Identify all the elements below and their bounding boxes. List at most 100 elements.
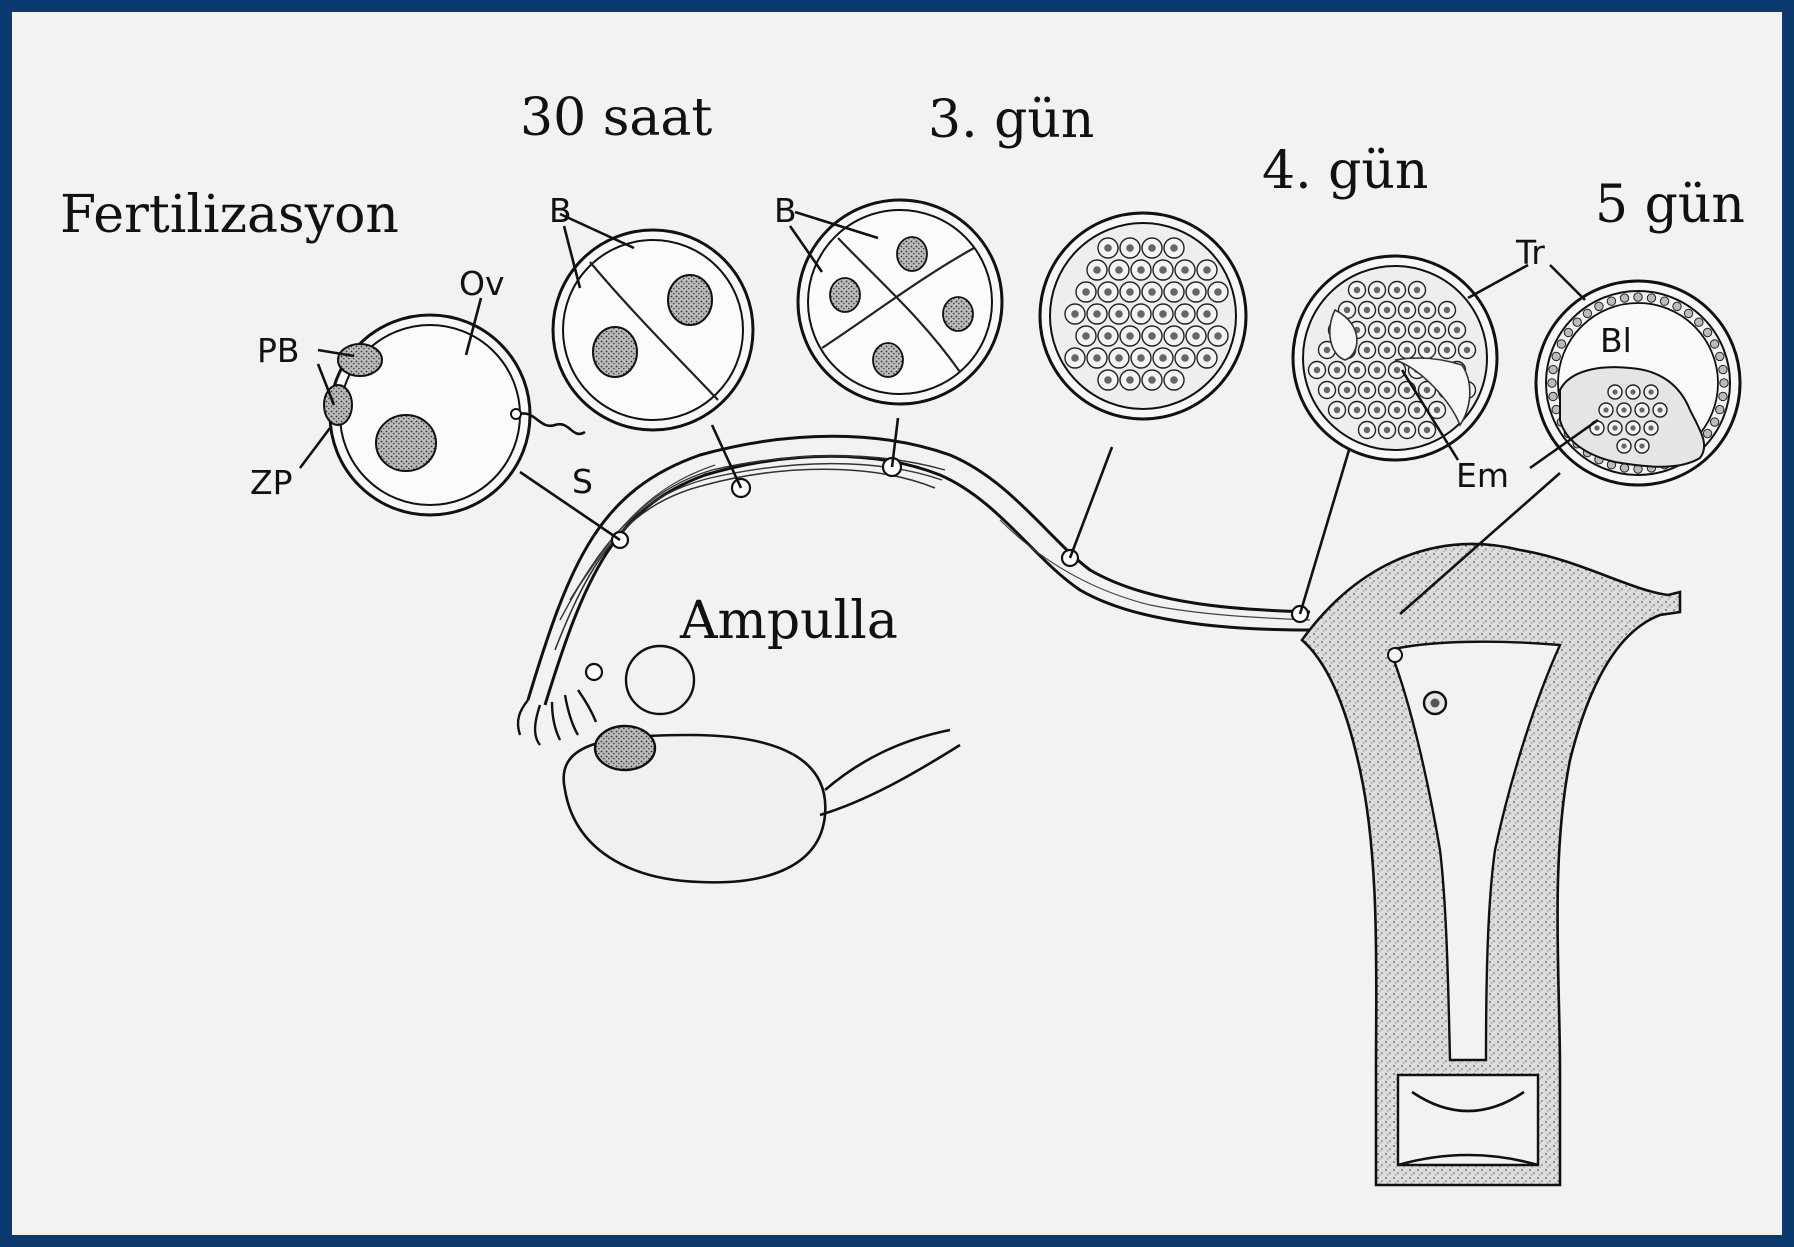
morula-cell-nucleus xyxy=(1170,332,1178,340)
inner-mass-cell-nucleus xyxy=(1630,425,1635,430)
label-pb: PB xyxy=(257,331,300,370)
blastomere-cell-nucleus xyxy=(1354,407,1360,413)
four-cell-embryo xyxy=(798,200,1002,404)
morula-cell-nucleus xyxy=(1093,266,1101,274)
inner-mass-cell-nucleus xyxy=(1648,389,1653,394)
morula-cell-nucleus xyxy=(1126,332,1134,340)
blastomere-cell-nucleus xyxy=(1324,387,1330,393)
label-zp: ZP xyxy=(250,463,293,502)
stage-label-day-3: 3. gün xyxy=(928,90,1094,150)
label-b-4cell: B xyxy=(774,191,797,230)
morula-cell-nucleus xyxy=(1148,244,1156,252)
morula-cell-nucleus xyxy=(1181,354,1189,362)
inner-mass-cell-nucleus xyxy=(1621,443,1626,448)
two-cell-embryo xyxy=(553,230,753,430)
blastomere-cell-nucleus xyxy=(1444,307,1450,313)
inner-mass-cell-nucleus xyxy=(1648,425,1653,430)
blastomere-cell-nucleus xyxy=(1394,367,1400,373)
label-s: S xyxy=(572,462,593,501)
blastomere-cell-nucleus xyxy=(1414,407,1420,413)
morula-cell-nucleus xyxy=(1082,332,1090,340)
trophoblast-cell xyxy=(1716,405,1724,413)
trophoblast-cell xyxy=(1720,379,1728,387)
polar-body-1 xyxy=(338,344,382,376)
blastomere-cell-nucleus xyxy=(1374,287,1380,293)
trophoblast-cell xyxy=(1564,328,1572,336)
blastomere-cell-nucleus xyxy=(1434,327,1440,333)
stage-label-fertilization: Fertilizasyon xyxy=(60,185,399,245)
morula-cell-nucleus xyxy=(1203,310,1211,318)
trophoblast-cell xyxy=(1557,340,1565,348)
blastomere-cell-nucleus xyxy=(1394,287,1400,293)
morula xyxy=(1040,213,1246,419)
blastomere-cell-nucleus xyxy=(1404,427,1410,433)
blastomere-cell-nucleus xyxy=(1364,387,1370,393)
blastomere-cell-nucleus xyxy=(1334,407,1340,413)
morula-cell-nucleus xyxy=(1115,354,1123,362)
morula-cell-nucleus xyxy=(1192,332,1200,340)
blastomere-cell-nucleus xyxy=(1354,287,1360,293)
ovary xyxy=(564,646,960,882)
blastomere-cell-nucleus xyxy=(1464,347,1470,353)
morula-cell-nucleus xyxy=(1159,266,1167,274)
morula-cell-nucleus xyxy=(1104,244,1112,252)
inner-mass-cell-nucleus xyxy=(1657,407,1662,412)
morula-cell-nucleus xyxy=(1115,266,1123,274)
inner-mass-cell-nucleus xyxy=(1603,407,1608,412)
blastomere-cell-nucleus xyxy=(1354,367,1360,373)
blastomere-cell-nucleus xyxy=(1384,387,1390,393)
blastocyst xyxy=(1536,281,1740,485)
morula-cell-nucleus xyxy=(1203,354,1211,362)
blastomere-cell-nucleus xyxy=(1444,347,1450,353)
morula-cell-nucleus xyxy=(1214,332,1222,340)
trophoblast-cell xyxy=(1549,365,1557,373)
blastomere-cell-nucleus xyxy=(1364,427,1370,433)
trophoblast-cell xyxy=(1607,297,1615,305)
morula-cell-nucleus xyxy=(1093,354,1101,362)
morula-cell-nucleus xyxy=(1126,288,1134,296)
blastomere-cell-nucleus xyxy=(1404,347,1410,353)
blastomere-cell-nucleus xyxy=(1424,387,1430,393)
morula-cell-nucleus xyxy=(1104,288,1112,296)
morula-cell-nucleus xyxy=(1104,376,1112,384)
trophoblast-cell xyxy=(1660,297,1668,305)
morula-cell-nucleus xyxy=(1093,310,1101,318)
region-label-ampulla: Ampulla xyxy=(679,591,898,651)
blastomere-cell-nucleus xyxy=(1424,307,1430,313)
morula-cell-nucleus xyxy=(1137,310,1145,318)
blastomere-cell-nucleus xyxy=(1314,367,1320,373)
morula-cell-nucleus xyxy=(1159,354,1167,362)
trophoblast-cell xyxy=(1634,293,1642,301)
trophoblast-cell xyxy=(1719,392,1727,400)
blastomere-cell-nucleus xyxy=(1374,367,1380,373)
blastomere-cell-nucleus xyxy=(1344,387,1350,393)
label-ov: Ov xyxy=(459,264,505,303)
morula-cell-nucleus xyxy=(1203,266,1211,274)
trophoblast-cell xyxy=(1620,294,1628,302)
blastomere-cell-nucleus xyxy=(1404,387,1410,393)
blastomere-cell-nucleus xyxy=(1394,407,1400,413)
blastomere-cell-nucleus xyxy=(1414,327,1420,333)
blastomere-cell-nucleus xyxy=(1424,347,1430,353)
zygote xyxy=(324,315,585,515)
stage-label-day-4: 4. gün xyxy=(1262,141,1428,201)
early-blastocyst xyxy=(1293,256,1497,460)
blastomere-cell-nucleus xyxy=(1374,407,1380,413)
blastomere-cell-nucleus xyxy=(1414,287,1420,293)
morula-cell-nucleus xyxy=(1071,310,1079,318)
morula-cell-nucleus xyxy=(1148,332,1156,340)
trophoblast-cell xyxy=(1583,309,1591,317)
blastomere-cell-nucleus xyxy=(1394,327,1400,333)
blastomere-cell-nucleus xyxy=(1334,367,1340,373)
blastomere-cell-nucleus xyxy=(1374,327,1380,333)
inner-mass-cell-nucleus xyxy=(1639,443,1644,448)
trophoblast-cell xyxy=(1552,352,1560,360)
blastomere-cell-nucleus xyxy=(1434,407,1440,413)
inner-mass-cell-nucleus xyxy=(1630,389,1635,394)
morula-cell-nucleus xyxy=(1148,288,1156,296)
trophoblast-cell xyxy=(1695,318,1703,326)
morula-cell-nucleus xyxy=(1192,288,1200,296)
trophoblast-cell xyxy=(1595,302,1603,310)
label-b-2cell: B xyxy=(549,191,572,230)
